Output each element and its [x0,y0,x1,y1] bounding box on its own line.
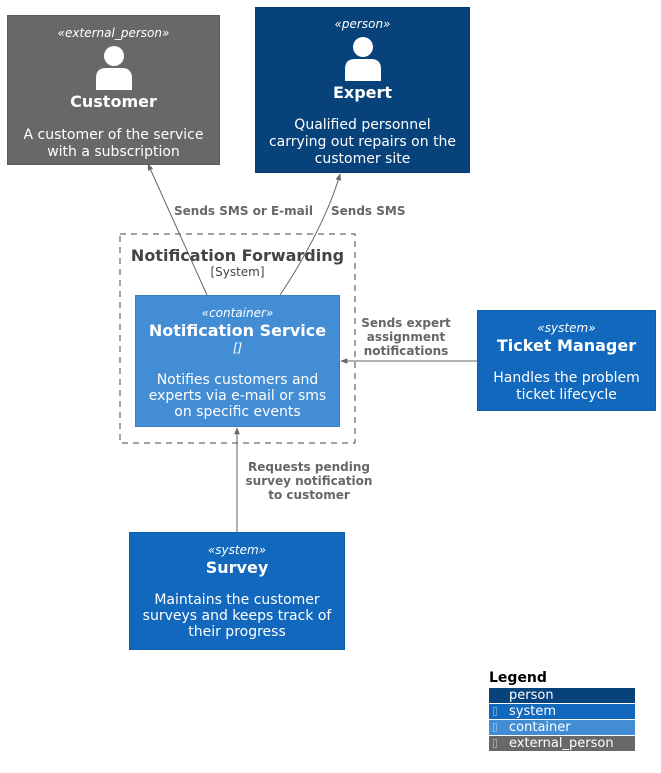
ticket-manager-node: «system» Ticket Manager Handles the prob… [477,310,656,411]
relation-label-from-survey: Requests pending survey notification to … [235,460,383,502]
legend-item-person: person [489,688,635,703]
legend-item-label: system [509,704,556,719]
relation-label-line: assignment [366,330,446,344]
boundary-title: Notification Forwarding [130,246,345,265]
legend-item-label: person [509,688,554,703]
relation-label-from-ticket-manager: Sends expert assignment notifications [356,316,456,358]
notification-service-description-line: Notifies customers and [156,372,319,388]
ticket-manager-stereotype: «system» [537,321,596,335]
relation-label-to-customer: Sends SMS or E-mail [174,204,313,218]
customer-description-line: A customer of the service [23,127,204,143]
customer-name: Customer [70,92,157,111]
edge-to-customer [147,163,208,296]
person-icon [95,46,132,90]
notification-service-node: «container» Notification Service [] Noti… [135,295,340,427]
legend-swatch-icon [493,723,497,732]
relation-label-to-expert: Sends SMS [331,204,406,218]
survey-description-line: their progress [188,624,286,640]
legend-title: Legend [489,670,547,686]
expert-description-line: customer site [314,151,411,167]
ticket-manager-name: Ticket Manager [496,336,637,355]
survey-description-line: surveys and keeps track of [142,608,332,624]
customer-description: A customer of the service with a subscri… [8,127,219,161]
notification-service-description: Notifies customers and experts via e-mai… [136,372,339,420]
edge-to-expert [279,173,342,296]
relation-label-line: Requests pending [248,460,370,474]
notification-service-stereotype: «container» [201,306,274,320]
notification-service-description-line: on specific events [174,404,301,420]
customer-stereotype: «external_person» [57,26,170,40]
relation-label-line: survey notification [245,474,373,488]
survey-node: «system» Survey Maintains the customer s… [129,532,345,650]
expert-node: «person» Expert Qualified personnel carr… [255,7,470,173]
expert-description-line: carrying out repairs on the [268,134,457,150]
relation-label-line: Sends expert [361,316,451,330]
notification-service-name: Notification Service [148,321,327,340]
notification-service-technology: [] [232,341,243,355]
legend-item-container: container [489,720,635,735]
survey-name: Survey [205,558,269,577]
person-icon [344,37,381,81]
customer-description-line: with a subscription [47,144,180,160]
legend-item-external-person: external_person [489,736,635,751]
ticket-manager-description-line: Handles the problem [493,370,640,386]
survey-description-line: Maintains the customer [154,592,320,608]
ticket-manager-description: Handles the problem ticket lifecycle [478,370,655,404]
relation-label-line: to customer [268,488,350,502]
legend-item-label: external_person [509,736,614,751]
ticket-manager-description-line: ticket lifecycle [516,387,617,403]
boundary-type: [System] [210,265,265,279]
legend-swatch-icon [493,707,497,716]
customer-node: «external_person» Customer A customer of… [7,15,220,165]
legend-swatch-icon [493,739,497,748]
expert-stereotype: «person» [334,17,391,31]
expert-name: Expert [332,83,393,102]
survey-description: Maintains the customer surveys and keeps… [130,592,344,640]
relation-label-line: notifications [363,344,449,358]
expert-description-line: Qualified personnel [294,117,431,133]
legend: Legend person system container external_… [489,670,635,751]
expert-description: Qualified personnel carrying out repairs… [256,117,469,168]
notification-service-description-line: experts via e-mail or sms [148,388,327,404]
survey-stereotype: «system» [207,543,267,557]
legend-item-system: system [489,704,635,719]
legend-item-label: container [509,720,571,735]
